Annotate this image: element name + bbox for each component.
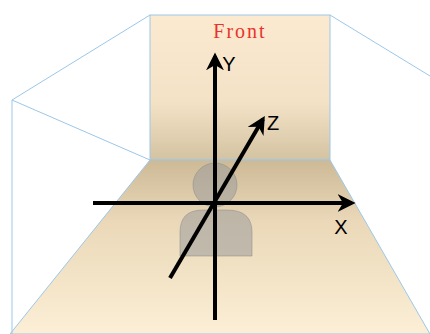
- wall-label: Front: [213, 21, 266, 41]
- axis-label: Y: [222, 54, 235, 74]
- axis-label: X: [334, 217, 347, 237]
- y-axis: [213, 56, 217, 320]
- z-axis: [170, 119, 263, 278]
- x-axis: [93, 201, 352, 205]
- axes: [93, 56, 352, 320]
- floor: [10, 160, 430, 334]
- front-wall: [150, 15, 330, 160]
- axis-label: Z: [267, 113, 279, 133]
- room-edges: [12, 15, 430, 334]
